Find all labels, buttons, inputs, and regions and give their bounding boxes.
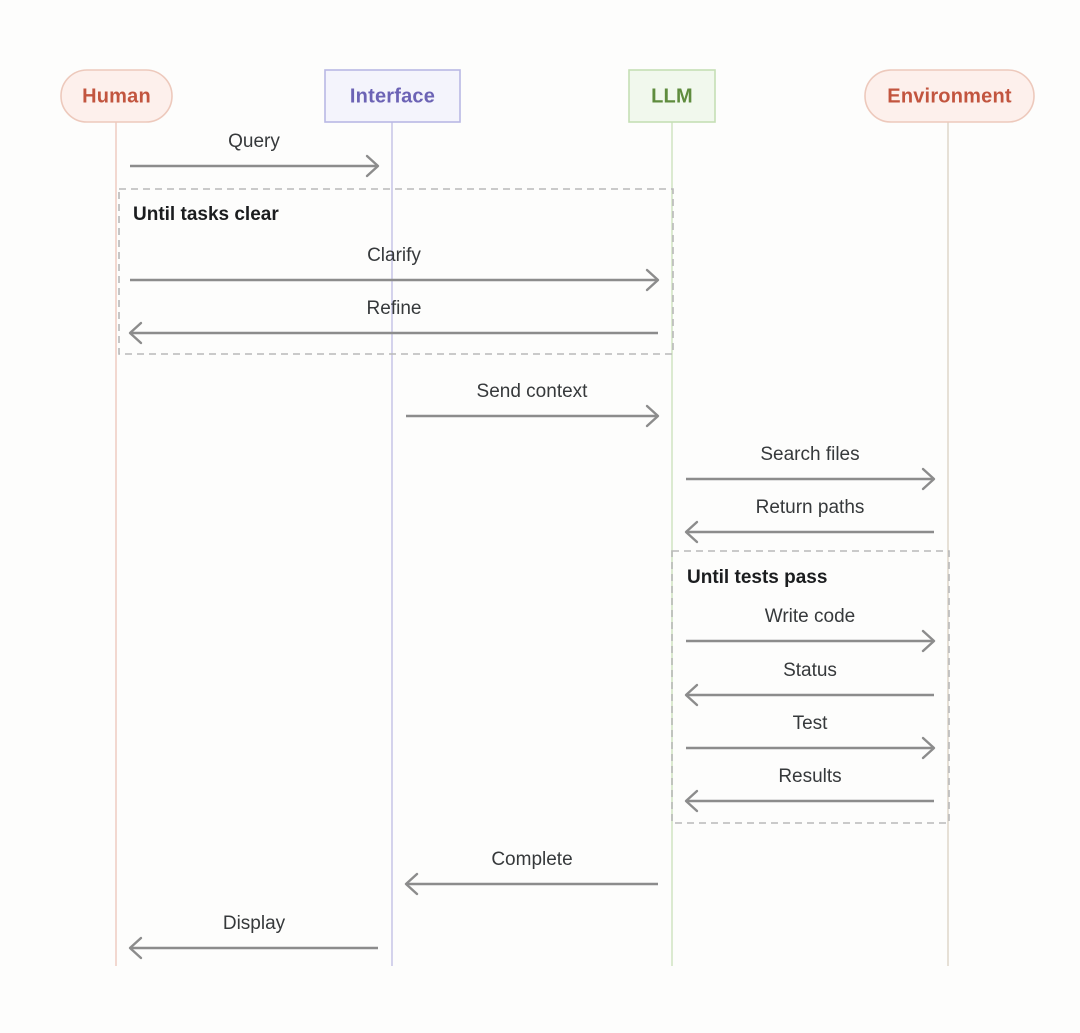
participant-human[interactable]: Human bbox=[60, 69, 173, 123]
message-query: Query bbox=[130, 131, 380, 178]
message-label: Complete bbox=[491, 849, 572, 870]
message-arrowhead-right bbox=[921, 467, 936, 491]
message-arrowhead-left bbox=[684, 683, 699, 707]
message-arrowhead-left bbox=[128, 936, 143, 960]
participant-box[interactable] bbox=[324, 69, 461, 123]
message-label: Search files bbox=[760, 444, 859, 465]
message-arrowhead-left bbox=[684, 789, 699, 813]
participant-label: LLM bbox=[651, 85, 693, 107]
message-label: Display bbox=[223, 913, 286, 934]
message-return-paths: Return paths bbox=[684, 497, 934, 544]
message-arrowhead-right bbox=[365, 154, 380, 178]
participant-label: Environment bbox=[887, 85, 1012, 107]
participant-interface[interactable]: Interface bbox=[324, 69, 461, 123]
message-arrowhead-right bbox=[645, 268, 660, 292]
message-arrowhead-left bbox=[684, 520, 699, 544]
message-label: Return paths bbox=[756, 497, 865, 518]
message-send-context: Send context bbox=[406, 381, 660, 428]
message-clarify: Clarify bbox=[130, 245, 660, 292]
message-test: Test bbox=[686, 713, 936, 760]
message-arrowhead-right bbox=[645, 404, 660, 428]
message-label: Send context bbox=[477, 381, 589, 402]
participant-label: Human bbox=[82, 85, 151, 107]
message-label: Results bbox=[778, 766, 841, 787]
message-complete: Complete bbox=[404, 849, 658, 896]
loop-box-border bbox=[118, 188, 674, 355]
message-label: Query bbox=[228, 131, 280, 152]
loop-box-2: Until tests pass bbox=[671, 550, 950, 824]
message-label: Refine bbox=[367, 298, 422, 319]
message-label: Clarify bbox=[367, 245, 421, 266]
loop-title: Until tasks clear bbox=[133, 204, 279, 225]
participants-layer: Human Interface LLM Environment bbox=[60, 69, 1035, 123]
message-refine: Refine bbox=[128, 298, 658, 345]
message-results: Results bbox=[684, 766, 934, 813]
participant-box[interactable] bbox=[864, 69, 1035, 123]
message-label: Test bbox=[793, 713, 829, 734]
lifelines-layer bbox=[115, 122, 949, 966]
message-status: Status bbox=[684, 660, 934, 707]
loop-box-border bbox=[671, 550, 950, 824]
participant-environment[interactable]: Environment bbox=[864, 69, 1035, 123]
message-display: Display bbox=[128, 913, 378, 960]
message-search-files: Search files bbox=[686, 444, 936, 491]
message-arrowhead-right bbox=[921, 629, 936, 653]
message-label: Write code bbox=[765, 606, 855, 627]
message-label: Status bbox=[783, 660, 837, 681]
message-arrowhead-left bbox=[128, 321, 143, 345]
message-write-code: Write code bbox=[686, 606, 936, 653]
participant-box[interactable] bbox=[628, 69, 716, 123]
participant-llm[interactable]: LLM bbox=[628, 69, 716, 123]
loop-box-1: Until tasks clear bbox=[118, 188, 674, 355]
participant-label: Interface bbox=[350, 85, 435, 107]
loop-title: Until tests pass bbox=[687, 567, 827, 588]
message-arrowhead-left bbox=[404, 872, 419, 896]
participant-box[interactable] bbox=[60, 69, 173, 123]
message-arrowhead-right bbox=[921, 736, 936, 760]
